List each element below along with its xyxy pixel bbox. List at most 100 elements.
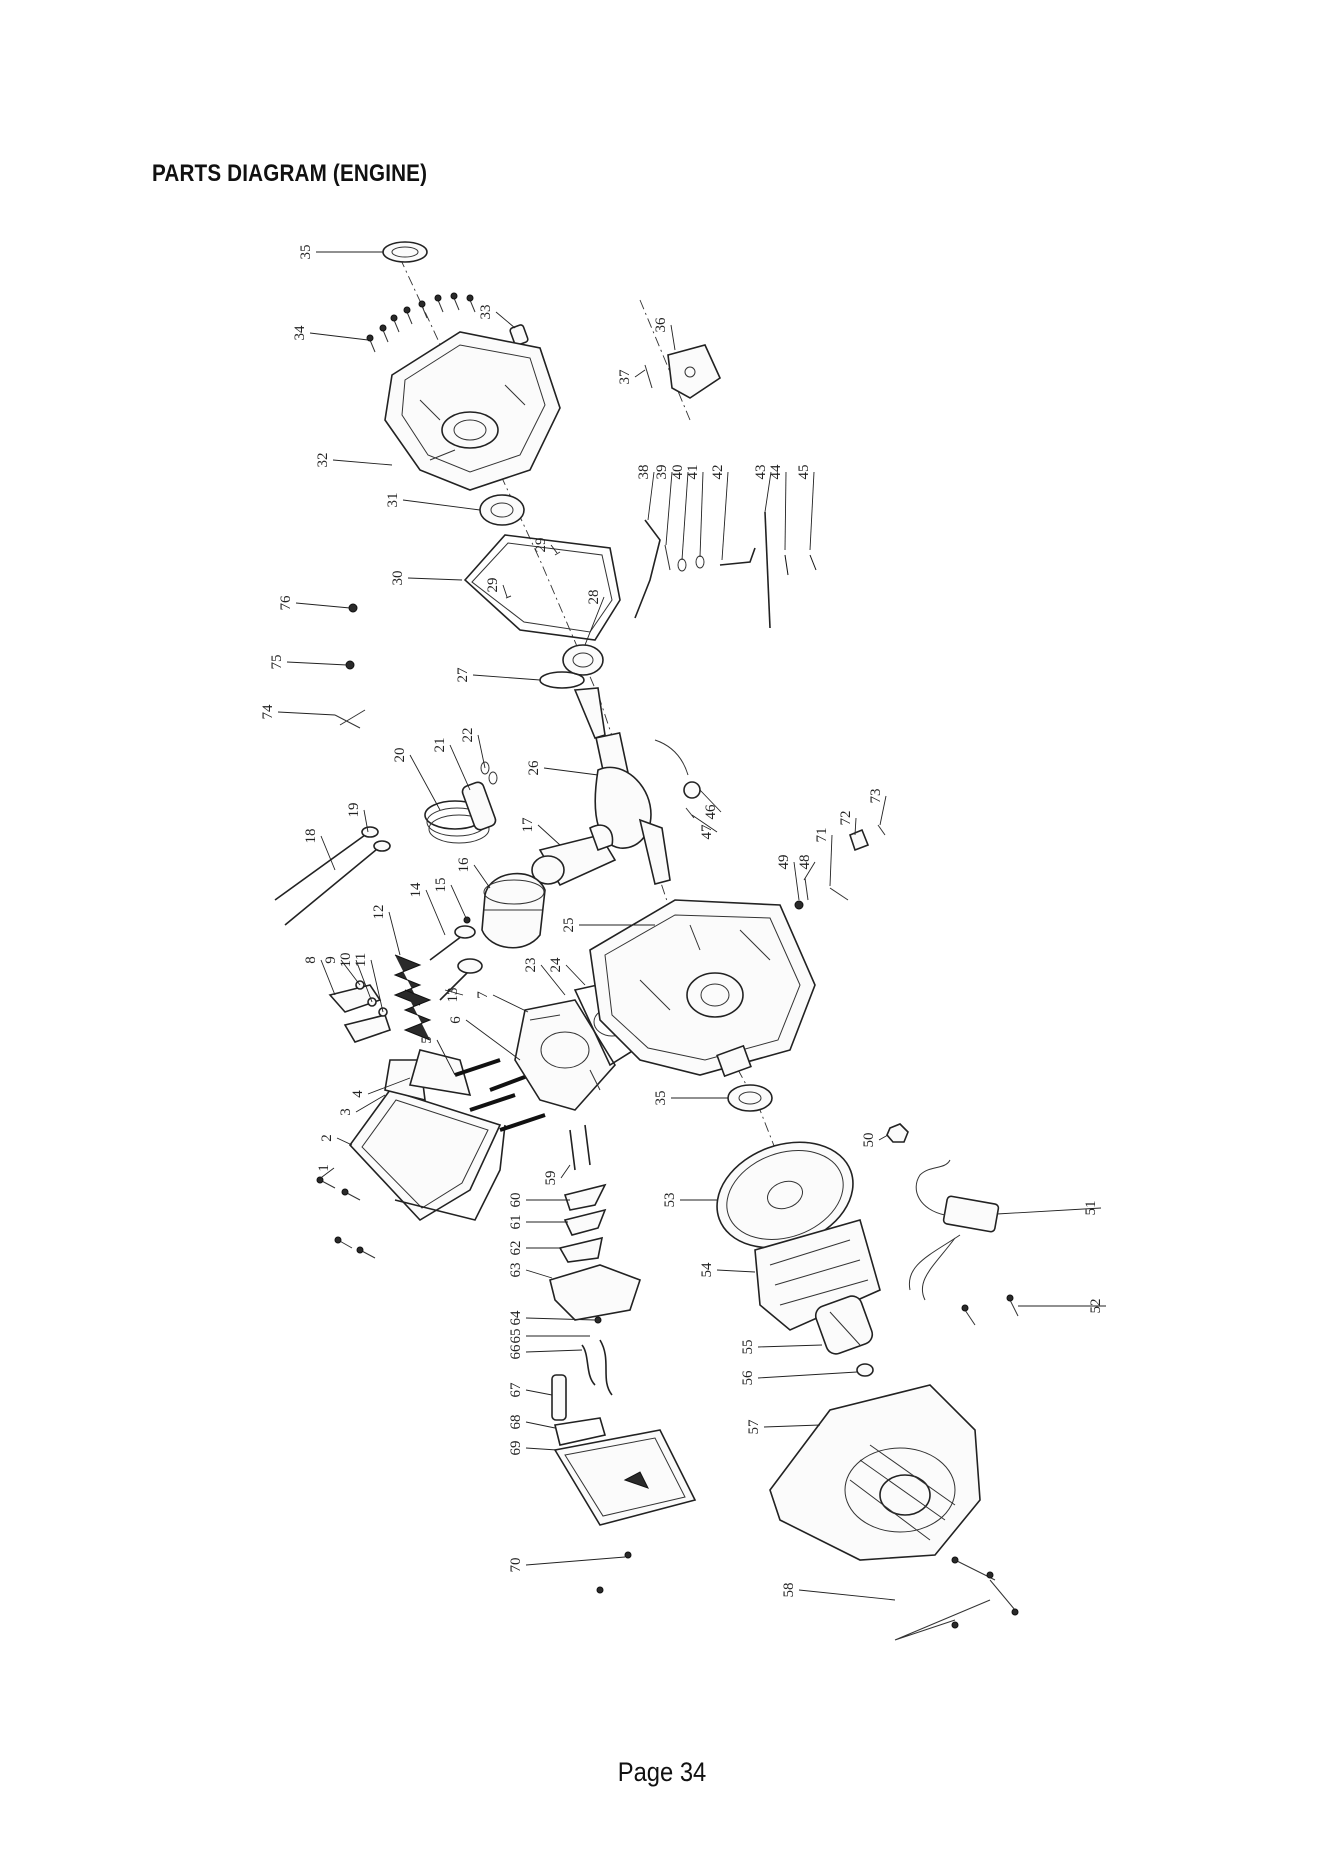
callout-label-49: 49 (776, 855, 792, 870)
callout-label-6: 6 (448, 1016, 464, 1024)
leader-line-36 (671, 325, 675, 350)
part-connecting-rod (532, 825, 615, 885)
part-piston (482, 874, 545, 948)
part-bearing (480, 495, 524, 525)
callout-label-29: 29 (533, 538, 549, 553)
part-dowel-pins (506, 552, 560, 598)
leader-line-54 (717, 1270, 755, 1272)
part-carburetor-assembly (550, 1125, 640, 1445)
callout-label-14: 14 (408, 882, 424, 898)
callout-label-61: 61 (508, 1215, 524, 1230)
callout-label-28: 28 (586, 590, 602, 605)
callout-label-59: 59 (543, 1171, 559, 1186)
callout-label-65: 65 (508, 1329, 524, 1344)
callout-label-41: 41 (685, 465, 701, 480)
part-cover-screws (317, 1177, 375, 1258)
leader-line-56 (758, 1372, 857, 1378)
part-crankcase (590, 900, 815, 1076)
callout-label-11: 11 (353, 953, 369, 967)
leader-line-76 (296, 603, 350, 608)
callout-label-1: 1 (316, 1164, 332, 1172)
part-air-cleaner (555, 1430, 695, 1525)
callout-label-15: 15 (433, 878, 449, 893)
part-fan-cover (770, 1385, 980, 1560)
leader-line-7 (493, 995, 528, 1012)
part-rocker-arms (330, 981, 390, 1042)
callout-label-60: 60 (508, 1193, 524, 1208)
leader-line-12 (389, 912, 400, 955)
leader-line-2 (337, 1138, 352, 1145)
leader-line-59 (561, 1165, 570, 1178)
callout-label-12: 12 (371, 905, 387, 920)
callout-label-21: 21 (432, 738, 448, 753)
leader-line-40 (682, 472, 688, 560)
leader-line-16 (474, 865, 490, 888)
leader-line-55 (758, 1345, 822, 1347)
callout-label-5: 5 (419, 1036, 435, 1044)
callout-label-70: 70 (508, 1558, 524, 1573)
part-oil-seal-lower (728, 1085, 772, 1111)
callout-label-42: 42 (710, 465, 726, 480)
part-valve-keeper (464, 917, 470, 923)
callout-label-76: 76 (278, 595, 294, 611)
callout-label-75: 75 (269, 655, 285, 670)
leader-line-74 (278, 712, 335, 715)
leader-line-41 (700, 472, 703, 557)
callout-label-46: 46 (703, 804, 719, 820)
leader-line-24 (566, 965, 585, 985)
callout-label-69: 69 (508, 1441, 524, 1456)
part-governor-linkage (635, 512, 816, 628)
callout-label-19: 19 (346, 803, 362, 818)
callout-label-43: 43 (753, 465, 769, 480)
part-starter-bushing (857, 1364, 873, 1376)
part-fan-cover-bolts (895, 1557, 1018, 1640)
leader-line-26 (544, 768, 598, 775)
leader-line-42 (722, 472, 728, 560)
callout-label-67: 67 (508, 1382, 524, 1398)
callout-label-9: 9 (323, 956, 339, 964)
part-crank-gear (563, 645, 603, 675)
callout-label-53: 53 (662, 1193, 678, 1208)
leader-line-30 (408, 578, 462, 580)
callout-label-31: 31 (385, 493, 401, 508)
leader-line-32 (333, 460, 392, 465)
callout-label-52: 52 (1088, 1299, 1104, 1314)
callout-label-32: 32 (315, 453, 331, 468)
leader-line-58 (799, 1590, 895, 1600)
leader-line-37 (635, 370, 645, 377)
callout-label-3: 3 (338, 1108, 354, 1116)
callout-label-74: 74 (260, 704, 276, 720)
leader-line-71 (830, 835, 832, 886)
callout-label-8: 8 (303, 956, 319, 964)
callout-label-27: 27 (455, 667, 471, 683)
callout-label-35: 35 (298, 245, 314, 260)
leader-line-27 (473, 675, 540, 680)
leader-line-33 (496, 312, 515, 328)
callout-label-73: 73 (868, 789, 884, 804)
callout-label-34: 34 (292, 325, 308, 341)
leader-line-66 (526, 1350, 582, 1352)
callout-label-54: 54 (699, 1262, 715, 1278)
part-oil-seal-top (383, 242, 427, 262)
callout-label-62: 62 (508, 1241, 524, 1256)
leader-line-44 (785, 472, 786, 550)
part-washer (540, 672, 584, 688)
callout-label-63: 63 (508, 1263, 524, 1278)
callout-label-40: 40 (670, 465, 686, 480)
callout-label-10: 10 (338, 953, 354, 968)
part-ignition-coil (909, 1160, 999, 1300)
callout-label-58: 58 (781, 1583, 797, 1598)
callout-label-72: 72 (838, 811, 854, 826)
callout-label-47: 47 (699, 824, 715, 840)
callout-label-50: 50 (861, 1133, 877, 1148)
callout-label-17: 17 (520, 817, 536, 833)
callout-label-4: 4 (350, 1090, 366, 1098)
callout-label-23: 23 (523, 958, 539, 973)
part-oil-sensor (655, 740, 700, 818)
leader-line-70 (526, 1557, 625, 1565)
page-number: Page 34 (79, 1757, 1244, 1788)
callout-label-7: 7 (475, 991, 491, 999)
callout-label-18: 18 (303, 829, 319, 844)
leader-line-20 (410, 755, 440, 810)
part-coil-bolts (962, 1295, 1018, 1325)
